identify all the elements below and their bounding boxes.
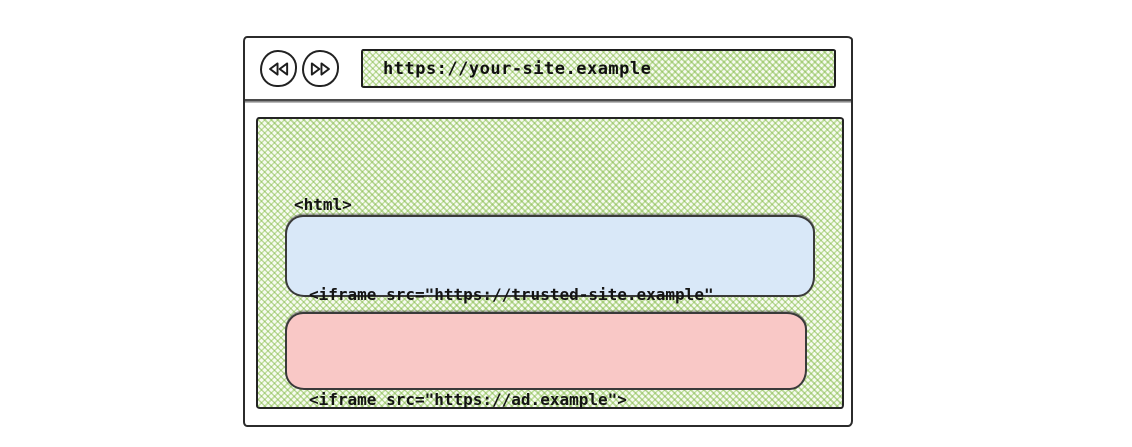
url-text: https://your-site.example xyxy=(383,58,652,79)
code-line-html-tag: <html> xyxy=(294,195,352,214)
trusted-iframe-box: <iframe src="https://trusted-site.exampl… xyxy=(285,215,815,379)
forward-button[interactable] xyxy=(302,50,339,87)
back-button[interactable] xyxy=(260,50,297,87)
page-content-panel: <html> // your-site.example code <iframe… xyxy=(256,117,844,409)
double-left-arrow-icon xyxy=(269,61,289,76)
trusted-iframe-code-line-1: <iframe src="https://trusted-site.exampl… xyxy=(309,285,714,304)
url-bar[interactable]: https://your-site.example xyxy=(361,49,836,88)
browser-window: https://your-site.example <html> // your… xyxy=(243,36,853,427)
double-right-arrow-icon xyxy=(310,61,330,76)
ad-iframe-box: <iframe src="https://ad.example"> xyxy=(285,312,807,409)
ad-iframe-code-line-1: <iframe src="https://ad.example"> xyxy=(309,390,627,409)
browser-toolbar: https://your-site.example xyxy=(245,38,851,101)
